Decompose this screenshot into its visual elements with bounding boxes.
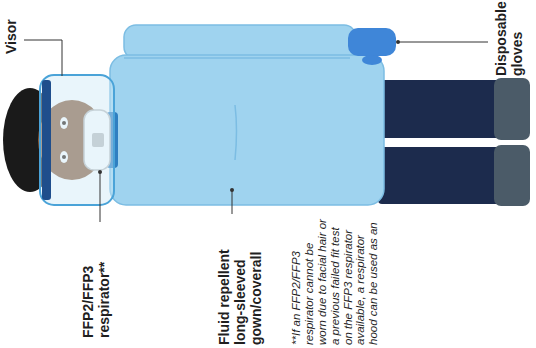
leader-line	[232, 190, 233, 214]
gown-sleeve	[124, 25, 356, 59]
part-label: Fluid repellent long-sleeved gown/covera…	[216, 220, 264, 345]
sleeve-seam	[124, 57, 350, 59]
waist-line	[235, 105, 237, 160]
glove	[348, 28, 396, 56]
visor-band	[42, 80, 51, 200]
leader-line	[100, 172, 101, 222]
boot	[494, 145, 530, 206]
leader-line	[24, 40, 62, 76]
glove-thumb	[362, 55, 382, 65]
leg	[378, 147, 500, 204]
part-label: Disposable gloves	[493, 0, 525, 76]
part-label: FFP2/FFP3 respirator**	[80, 228, 112, 338]
leg	[378, 80, 500, 138]
gown-body	[110, 55, 384, 205]
leader-line	[398, 42, 488, 43]
boot	[494, 78, 530, 140]
footnote: **If an FFP2/FFP3 respirator cannot be w…	[290, 217, 380, 345]
visor	[40, 75, 114, 205]
part-label: Visor	[3, 4, 19, 54]
